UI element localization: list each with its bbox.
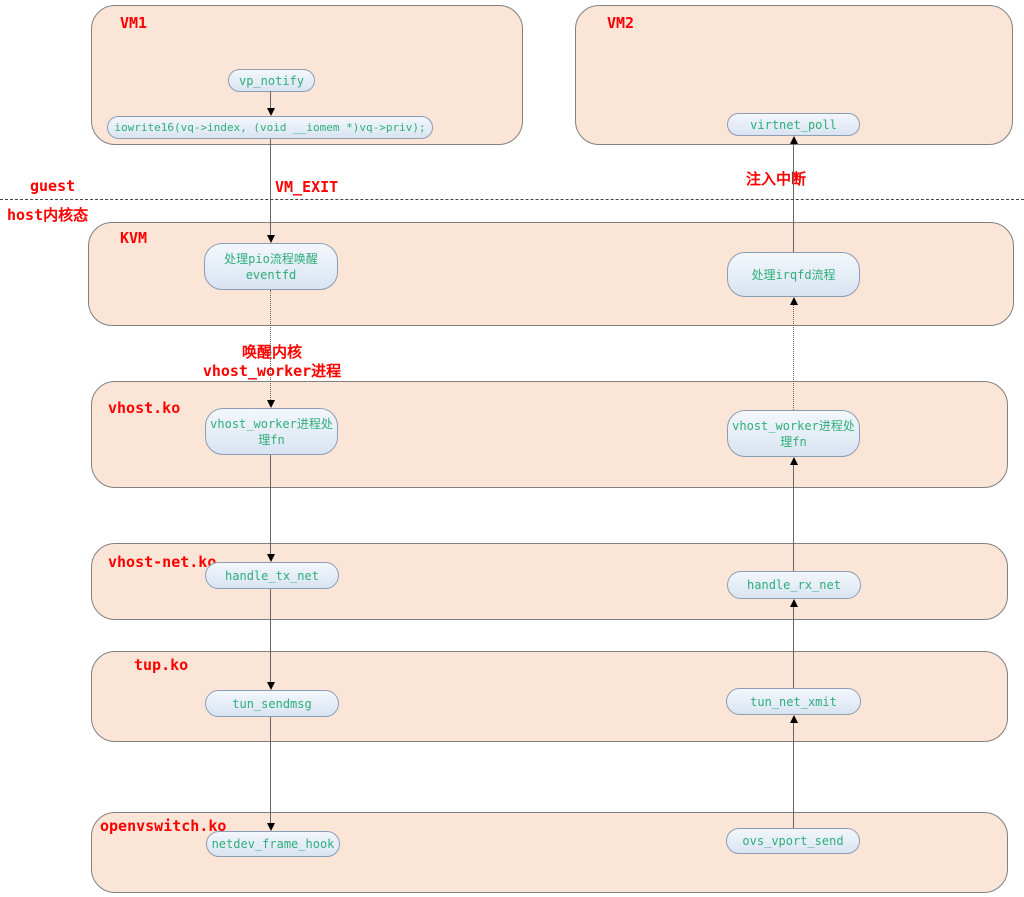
node-ovs-vport-send: ovs_vport_send bbox=[726, 828, 860, 854]
arrowhead-down-icon bbox=[267, 823, 275, 831]
node-handle-rx-net: handle_rx_net bbox=[727, 571, 861, 599]
arrowhead-down-icon bbox=[267, 682, 275, 690]
arrowhead-up-icon bbox=[790, 297, 798, 305]
arrow-tunsendmsg-to-netdevhook bbox=[270, 717, 271, 823]
guest-zone-label: guest bbox=[30, 177, 76, 195]
arrowhead-up-icon bbox=[790, 599, 798, 607]
container-vhost-net-ko-label: vhost-net.ko bbox=[108, 553, 217, 571]
arrow-vhostworker-to-handletx bbox=[270, 455, 271, 554]
node-kvm-pio-eventfd: 处理pio流程唤醒 eventfd bbox=[204, 243, 338, 290]
container-vm2-label: VM2 bbox=[607, 14, 635, 32]
node-vhost-worker-rx: vhost_worker进程处 理fn bbox=[727, 410, 860, 457]
node-netdev-frame-hook: netdev_frame_hook bbox=[206, 831, 340, 857]
arrowhead-up-icon bbox=[790, 715, 798, 723]
arrow-ovsvport-to-tunnetxmit bbox=[793, 722, 794, 828]
node-iowrite16: iowrite16(vq->index, (void __iomem *)vq-… bbox=[107, 116, 433, 139]
node-handle-tx-net: handle_tx_net bbox=[205, 562, 339, 589]
container-kvm-label: KVM bbox=[120, 229, 148, 247]
container-openvswitch-ko-label: openvswitch.ko bbox=[100, 817, 227, 835]
inject-interrupt-label: 注入中断 bbox=[746, 170, 807, 188]
arrow-irqfd-to-virtnetpoll bbox=[793, 143, 794, 252]
wake-vhost-worker-label: 唤醒内核 vhost_worker进程 bbox=[202, 343, 342, 380]
arrowhead-down-icon bbox=[267, 400, 275, 408]
host-kernel-zone-label: host内核态 bbox=[7, 206, 89, 224]
vm-exit-label: VM_EXIT bbox=[275, 178, 339, 196]
node-vp-notify: vp_notify bbox=[228, 69, 315, 92]
arrowhead-up-icon bbox=[790, 136, 798, 144]
arrow-tunnetxmit-to-handlerx bbox=[793, 606, 794, 688]
container-vhost-ko-label: vhost.ko bbox=[108, 399, 181, 417]
arrow-vhostworker-to-irqfd-dotted bbox=[793, 304, 794, 410]
node-tun-net-xmit: tun_net_xmit bbox=[726, 688, 861, 715]
container-vm1-label: VM1 bbox=[120, 14, 148, 32]
arrow-kvm-to-vhostworker-dotted bbox=[270, 290, 271, 400]
arrow-iowrite16-to-kvm bbox=[270, 139, 271, 235]
arrow-handlerx-to-vhostworker bbox=[793, 464, 794, 571]
node-kvm-irqfd: 处理irqfd流程 bbox=[727, 252, 860, 297]
arrow-handletx-to-tunsendmsg bbox=[270, 589, 271, 682]
arrowhead-down-icon bbox=[267, 108, 275, 116]
guest-host-separator bbox=[0, 199, 1024, 200]
container-tup-ko-label: tup.ko bbox=[134, 656, 189, 674]
arrow-vpnotify-to-iowrite16 bbox=[270, 91, 271, 108]
arrowhead-down-icon bbox=[267, 235, 275, 243]
node-tun-sendmsg: tun_sendmsg bbox=[205, 690, 339, 717]
arrowhead-down-icon bbox=[267, 554, 275, 562]
node-virtnet-poll: virtnet_poll bbox=[727, 113, 860, 136]
arrowhead-up-icon bbox=[790, 457, 798, 465]
node-vhost-worker-tx: vhost_worker进程处 理fn bbox=[205, 408, 338, 455]
